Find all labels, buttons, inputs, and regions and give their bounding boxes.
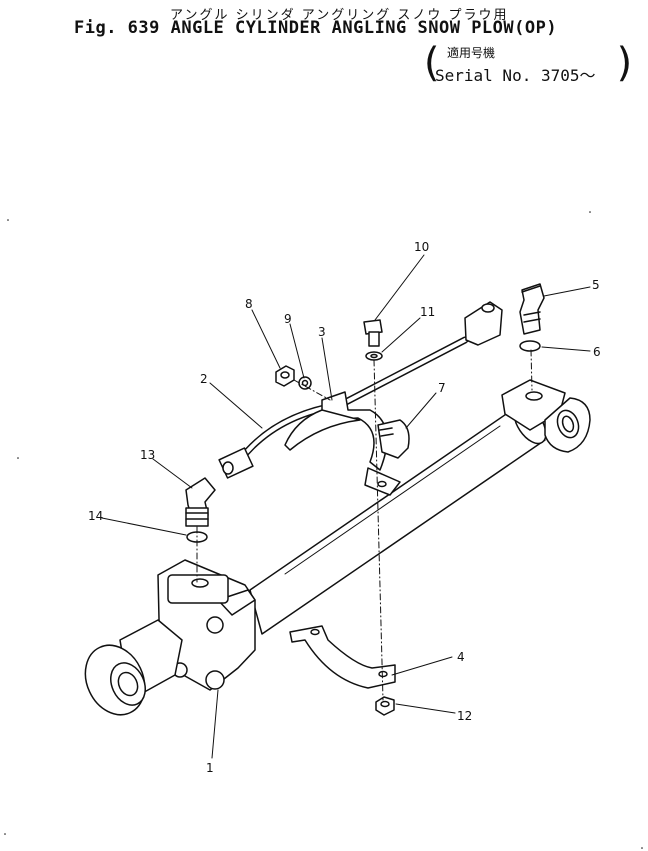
- assembly-lines: [196, 349, 533, 701]
- hose-fitting-top: [464, 301, 503, 346]
- nut-8: [275, 365, 295, 387]
- serial-number: Serial No. 3705～: [435, 66, 596, 85]
- callout-9: 9: [284, 312, 292, 326]
- bolt-10: [363, 319, 383, 347]
- left-paren: (: [419, 40, 444, 86]
- cylinder-bottom-eye: [84, 619, 183, 716]
- scan-specks: [4, 211, 643, 849]
- nut-12: [375, 696, 395, 716]
- right-paren: ): [613, 40, 638, 86]
- elbow-fitting-13: [185, 477, 216, 527]
- o-ring-6: [519, 340, 541, 352]
- rod-eye-right: [544, 397, 591, 453]
- callout-2: 2: [200, 372, 208, 386]
- leader-lines: [101, 254, 591, 759]
- callout-10: 10: [414, 240, 429, 254]
- callout-1: 1: [206, 761, 214, 775]
- callout-11: 11: [420, 305, 435, 319]
- serial-japanese-label: 適用号機: [447, 46, 496, 60]
- callout-7: 7: [438, 381, 446, 395]
- washer-9: [298, 376, 312, 390]
- callout-labels: 1 2 3 4 5 6 7 8 9 10 11 12 13 14: [88, 240, 601, 775]
- figure-title: Fig. 639 ANGLE CYLINDER ANGLING SNOW PLO…: [74, 18, 558, 38]
- header: アングル シリンダ アングリング スノウ プラウ用 Fig. 639 ANGLE…: [0, 0, 648, 100]
- callout-13: 13: [140, 448, 155, 462]
- cylinder-bottom-flange: [157, 559, 256, 691]
- callout-12: 12: [457, 709, 472, 723]
- callout-6: 6: [593, 345, 601, 359]
- connector-5: [519, 283, 545, 335]
- callout-8: 8: [245, 297, 253, 311]
- callout-4: 4: [457, 650, 465, 664]
- callout-14: 14: [88, 509, 103, 523]
- washer-11: [365, 351, 383, 361]
- clamp-4: [289, 625, 396, 689]
- clamp-bracket-3: [284, 391, 401, 496]
- callout-3: 3: [318, 325, 326, 339]
- callout-5: 5: [592, 278, 600, 292]
- elbow-fitting-7: [377, 419, 410, 459]
- serial-block: ( 適用号機 Serial No. 3705～ ): [419, 40, 637, 88]
- japanese-title: アングル シリンダ アングリング スノウ プラウ用: [170, 8, 509, 23]
